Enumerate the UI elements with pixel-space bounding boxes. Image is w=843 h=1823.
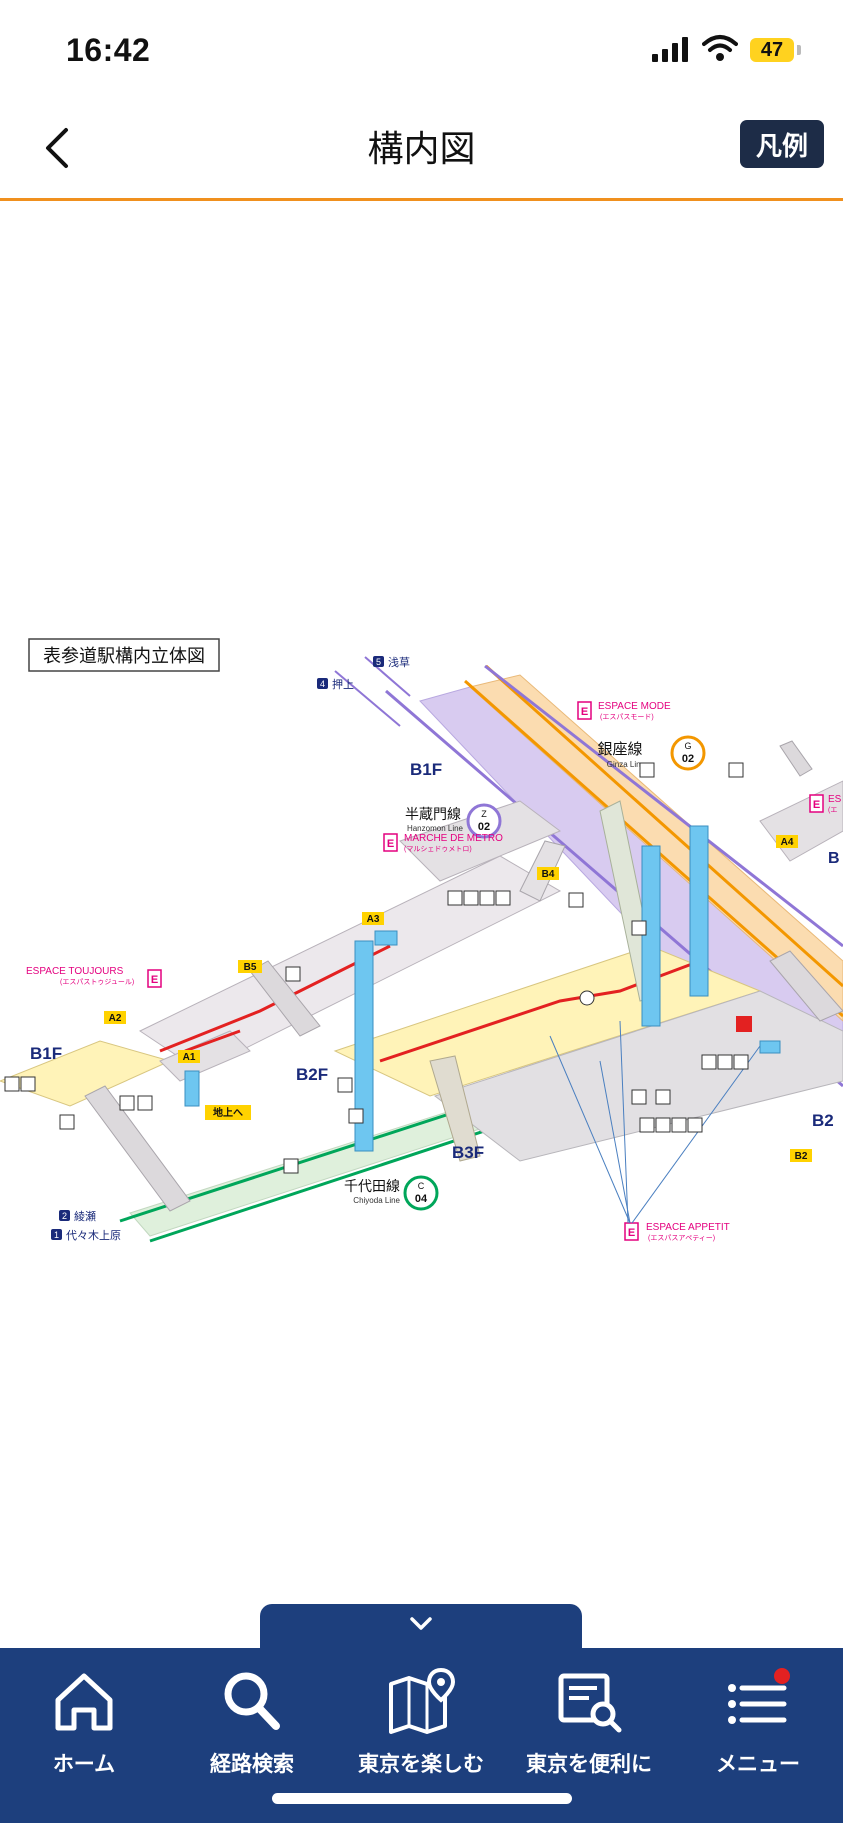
svg-text:E: E: [581, 706, 588, 718]
svg-text:銀座線: 銀座線: [597, 741, 642, 758]
battery-cap: [797, 45, 801, 55]
svg-text:(マルシェドゥメトロ): (マルシェドゥメトロ): [404, 845, 472, 853]
tab-enjoy-tokyo[interactable]: 東京を楽しむ: [341, 1662, 501, 1776]
home-icon: [55, 1673, 113, 1731]
svg-text:A3: A3: [367, 914, 380, 925]
tab-convenient-tokyo-label: 東京を便利に: [526, 1753, 652, 1776]
map-title-box: 表参道駅構内立体図: [28, 638, 220, 672]
svg-text:5: 5: [376, 657, 381, 667]
tab-enjoy-tokyo-label: 東京を楽しむ: [358, 1753, 484, 1776]
svg-text:A1: A1: [183, 1052, 196, 1063]
svg-text:(エスパスアペティー): (エスパスアペティー): [648, 1234, 715, 1242]
hanzomon-line-badge: 半蔵門線 Hanzomon Line Z 02: [405, 803, 502, 839]
svg-text:02: 02: [682, 753, 694, 765]
svg-text:B2: B2: [795, 1151, 808, 1162]
ginza-line-badge: 銀座線 Ginza Line G 02: [597, 735, 706, 771]
svg-text:E: E: [813, 799, 820, 811]
svg-text:MARCHE DE METRO: MARCHE DE METRO: [404, 833, 503, 844]
svg-text:ES: ES: [828, 794, 842, 805]
search-icon: [224, 1672, 280, 1730]
legend-button[interactable]: 凡例: [740, 120, 824, 168]
chevron-down-icon: [410, 1617, 432, 1630]
wifi-icon: [702, 35, 738, 61]
facility-icons: [4, 762, 781, 1174]
svg-text:B1F: B1F: [30, 1044, 62, 1063]
tab-menu-label: メニュー: [716, 1753, 800, 1776]
svg-text:B2F: B2F: [296, 1065, 328, 1084]
status-bar: 16:42 47: [0, 0, 843, 100]
floor-labels: B1F B1F B2F B2 B3F: [30, 760, 834, 1162]
battery-indicator: 47: [750, 38, 794, 62]
svg-text:E: E: [628, 1227, 635, 1239]
shop-espace-mode: E ESPACE MODE (エスパスモード): [577, 701, 671, 721]
svg-text:Z: Z: [481, 809, 487, 819]
svg-text:(エスパスモード): (エスパスモード): [600, 713, 654, 721]
status-time: 16:42: [66, 32, 151, 68]
bottom-navigation: ホーム 経路検索 東京を楽しむ 東京を便利に: [0, 1648, 843, 1823]
svg-text:押上: 押上: [332, 677, 354, 691]
chevron-left-icon: [46, 128, 68, 168]
svg-text:ESPACE APPETIT: ESPACE APPETIT: [646, 1222, 730, 1233]
svg-text:B5: B5: [244, 962, 257, 973]
svg-text:B3F: B3F: [452, 1143, 484, 1162]
back-button[interactable]: [30, 118, 90, 178]
svg-text:E: E: [387, 838, 394, 850]
svg-text:綾瀬: 綾瀬: [74, 1209, 96, 1223]
svg-text:Hanzomon Line: Hanzomon Line: [407, 824, 464, 833]
svg-text:02: 02: [478, 821, 490, 833]
shop-espace-toujours: ESPACE TOUJOURS (エスパストゥジュール) E: [26, 966, 162, 988]
chiyoda-line-badge: 千代田線 Chiyoda Line C 04: [344, 1175, 439, 1211]
svg-text:C: C: [418, 1181, 425, 1191]
shop-right-partial: E ES (エ: [809, 794, 842, 814]
station-map[interactable]: 表参道駅構内立体図: [0, 201, 843, 1601]
notification-dot: [774, 1668, 790, 1684]
exit-badges: A2 A1 A3 B5 B4 A4 B2 B 地上へ: [104, 835, 840, 1162]
document-search-icon: [558, 1673, 622, 1733]
tab-route-search-label: 経路検索: [210, 1753, 294, 1776]
svg-text:2: 2: [62, 1211, 67, 1221]
elevator-shafts: [184, 825, 709, 1152]
svg-text:1: 1: [54, 1230, 59, 1240]
svg-text:(エ: (エ: [828, 807, 837, 814]
svg-text:ESPACE MODE: ESPACE MODE: [598, 701, 671, 712]
svg-text:B: B: [828, 850, 840, 867]
svg-text:千代田線: 千代田線: [344, 1178, 400, 1194]
page-title: 構内図: [367, 128, 476, 169]
svg-text:B1F: B1F: [410, 760, 442, 779]
svg-text:Chiyoda Line: Chiyoda Line: [353, 1196, 400, 1205]
direction-labels: 5 浅草 4 押上 2 綾瀬 1 代々木上原: [51, 656, 410, 1242]
svg-text:A2: A2: [109, 1013, 122, 1024]
svg-text:地上へ: 地上へ: [213, 1106, 243, 1119]
drawer-toggle-button[interactable]: [260, 1604, 582, 1650]
menu-icon: [728, 1668, 790, 1724]
station-map-diagram: 表参道駅構内立体図: [0, 638, 843, 1243]
svg-text:A4: A4: [781, 837, 794, 848]
svg-text:04: 04: [415, 1193, 428, 1205]
map-title: 表参道駅構内立体図: [43, 646, 205, 666]
tab-route-search[interactable]: 経路検索: [172, 1662, 332, 1776]
svg-text:ESPACE TOUJOURS: ESPACE TOUJOURS: [26, 966, 124, 977]
map-pin-icon: [389, 1667, 456, 1734]
cellular-signal-icon: [652, 37, 688, 62]
navigation-bar: 構内図 凡例: [0, 100, 843, 201]
svg-text:B4: B4: [542, 869, 555, 880]
tab-home-label: ホーム: [52, 1753, 116, 1776]
svg-text:半蔵門線: 半蔵門線: [405, 806, 461, 822]
tab-home[interactable]: ホーム: [4, 1662, 164, 1776]
shop-marche-de-metro: E MARCHE DE METRO (マルシェドゥメトロ): [383, 833, 503, 853]
svg-text:代々木上原: 代々木上原: [66, 1229, 121, 1242]
svg-text:浅草: 浅草: [388, 656, 410, 669]
svg-text:B2: B2: [812, 1111, 834, 1130]
tab-convenient-tokyo[interactable]: 東京を便利に: [509, 1662, 669, 1776]
home-indicator: [272, 1793, 572, 1804]
svg-text:Ginza Line: Ginza Line: [607, 760, 646, 769]
tab-menu[interactable]: メニュー: [678, 1662, 838, 1776]
shop-espace-appetit: E ESPACE APPETIT (エスパスアペティー): [549, 1020, 761, 1242]
svg-text:E: E: [151, 974, 158, 986]
svg-text:(エスパストゥジュール): (エスパストゥジュール): [60, 978, 134, 986]
svg-text:G: G: [684, 741, 691, 751]
svg-text:4: 4: [320, 679, 325, 689]
